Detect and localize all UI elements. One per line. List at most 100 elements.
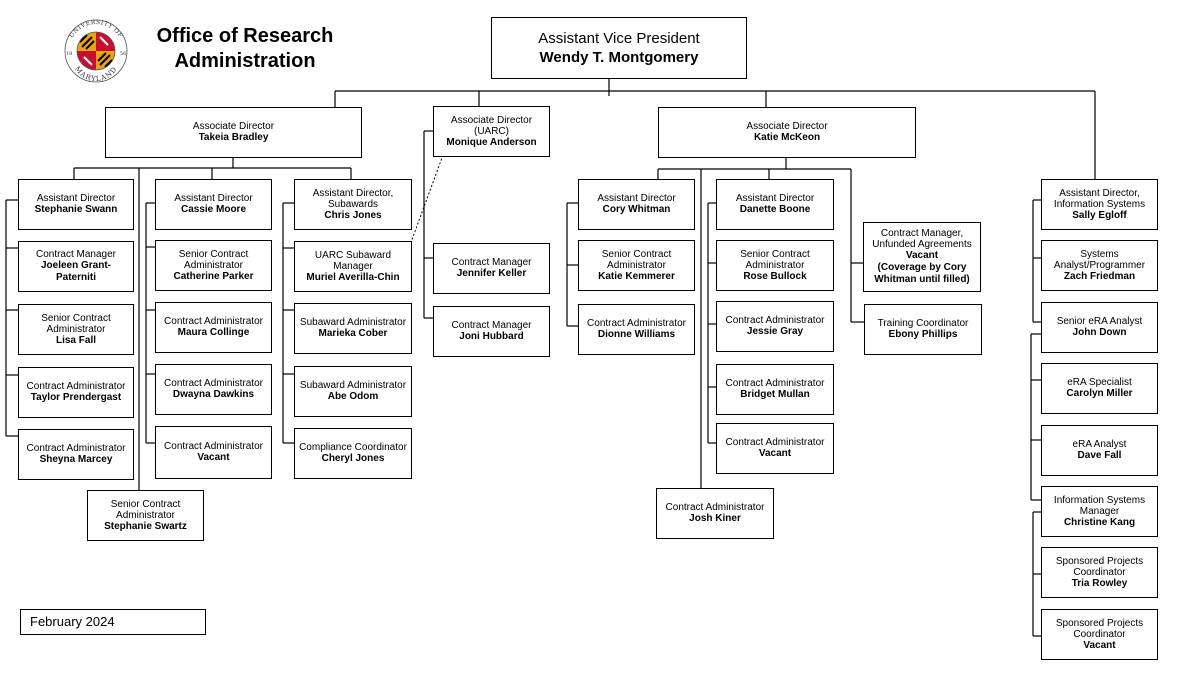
box-title: Senior Contract Administrator bbox=[41, 312, 111, 335]
box-title: Contract Manager bbox=[451, 257, 532, 268]
box-title: Contract Administrator bbox=[164, 441, 263, 452]
position-box: Contract Manager Joeleen Grant-Paterniti bbox=[18, 241, 134, 292]
box-name: Wendy T. Montgomery bbox=[539, 49, 699, 66]
box-name: Lisa Fall bbox=[55, 334, 96, 346]
box-name: Ebony Phillips bbox=[888, 329, 958, 340]
position-box: Contract Administrator Taylor Prendergas… bbox=[18, 367, 134, 418]
box-name: John Down bbox=[1072, 327, 1127, 338]
position-box: Assistant Director Danette Boone bbox=[716, 179, 834, 230]
box-name: Dionne Williams bbox=[597, 329, 676, 340]
box-title: Associate Director bbox=[192, 121, 275, 132]
box-name: Sally Egloff bbox=[1072, 209, 1127, 221]
box-name: Vacant (Coverage by Cory Whitman until f… bbox=[874, 250, 970, 285]
box-title: Senior Contract Administrator bbox=[178, 248, 249, 271]
position-box: Contract Administrator Josh Kiner bbox=[656, 488, 774, 539]
box-name: Sheyna Marcey bbox=[39, 454, 113, 465]
box-title: Associate Director bbox=[746, 121, 828, 132]
associate-director-uarc-box: Associate Director (UARC) Monique Anders… bbox=[433, 106, 550, 157]
box-name: Zach Friedman bbox=[1063, 270, 1136, 282]
position-box: Contract Manager Joni Hubbard bbox=[433, 306, 550, 357]
position-box: Senior Contract Administrator Catherine … bbox=[155, 240, 272, 291]
position-box: Contract Administrator Dionne Williams bbox=[578, 304, 695, 355]
associate-director-bradley-box: Associate Director Takeia Bradley bbox=[105, 107, 362, 158]
position-box: Contract Administrator Vacant bbox=[155, 426, 272, 479]
box-title: Senior Contract Administrator bbox=[740, 248, 810, 271]
position-box: Subaward Administrator Marieka Cober bbox=[294, 303, 412, 354]
box-title: Subaward Administrator bbox=[299, 317, 407, 328]
box-title: Systems Analyst/Programmer bbox=[1053, 248, 1146, 271]
position-box: Systems Analyst/Programmer Zach Friedman bbox=[1041, 240, 1158, 291]
box-title: Contract Manager bbox=[35, 249, 117, 260]
box-name: Cheryl Jones bbox=[321, 453, 385, 464]
position-box: eRA Specialist Carolyn Miller bbox=[1041, 363, 1158, 414]
position-box: Assistant Director Stephanie Swann bbox=[18, 179, 134, 230]
box-title: UARC Subaward Manager bbox=[314, 249, 392, 272]
date-label: February 2024 bbox=[20, 609, 206, 635]
box-name: Joeleen Grant-Paterniti bbox=[40, 260, 112, 283]
box-title: Contract Manager bbox=[451, 320, 532, 331]
box-title: Contract Administrator bbox=[725, 315, 825, 326]
box-name: Cassie Moore bbox=[180, 204, 247, 215]
box-name: Dave Fall bbox=[1077, 450, 1122, 461]
box-name: Muriel Averilla-Chin bbox=[306, 271, 400, 283]
box-name: Dwayna Dawkins bbox=[172, 389, 255, 400]
box-name: Marieka Cober bbox=[318, 328, 388, 339]
box-title: Assistant Director bbox=[36, 193, 116, 204]
position-box: Contract Administrator Bridget Mullan bbox=[716, 364, 834, 415]
box-name: Maura Collinge bbox=[177, 327, 250, 338]
box-name: Catherine Parker bbox=[173, 270, 254, 282]
position-box: Compliance Coordinator Cheryl Jones bbox=[294, 428, 412, 479]
box-name: Stephanie Swann bbox=[34, 204, 118, 215]
box-name: Katie McKeon bbox=[753, 132, 821, 143]
box-name: Rose Bullock bbox=[743, 270, 807, 282]
box-title: Assistant Director, Subawards bbox=[312, 187, 394, 210]
box-name: Stephanie Swartz bbox=[104, 520, 187, 532]
box-title: Compliance Coordinator bbox=[299, 442, 407, 453]
box-name: Katie Kemmerer bbox=[598, 270, 675, 282]
box-name: Jennifer Keller bbox=[456, 268, 527, 279]
box-name: Cory Whitman bbox=[602, 204, 671, 215]
position-box: Contract Manager, Unfunded Agreements Va… bbox=[863, 222, 981, 292]
box-title: Contract Administrator bbox=[725, 378, 825, 389]
box-title: Assistant Director bbox=[735, 193, 815, 204]
position-box: Information Systems Manager Christine Ka… bbox=[1041, 486, 1158, 537]
position-box: Senior Contract Administrator Stephanie … bbox=[87, 490, 204, 541]
svg-text:18: 18 bbox=[66, 51, 72, 57]
position-box: Sponsored Projects Coordinator Tria Rowl… bbox=[1041, 547, 1158, 598]
box-name: Vacant bbox=[197, 452, 230, 463]
box-name: Chris Jones bbox=[324, 209, 382, 221]
box-title: Contract Administrator bbox=[26, 381, 126, 392]
box-title: Senior eRA Analyst bbox=[1056, 316, 1143, 327]
box-title: Sponsored Projects Coordinator bbox=[1055, 617, 1144, 640]
box-title: Assistant Director, Information Systems bbox=[1053, 187, 1146, 210]
box-name: Vacant bbox=[1083, 639, 1116, 651]
box-title: Contract Manager, Unfunded Agreements bbox=[872, 228, 972, 250]
box-title: Assistant Vice President bbox=[538, 30, 700, 47]
box-name: Monique Anderson bbox=[446, 136, 537, 148]
position-box: Senior Contract Administrator Katie Kemm… bbox=[578, 240, 695, 291]
position-box: Assistant Director, Information Systems … bbox=[1041, 179, 1158, 230]
box-name: Bridget Mullan bbox=[740, 389, 810, 400]
box-name: Christine Kang bbox=[1063, 516, 1136, 528]
box-title: Sponsored Projects Coordinator bbox=[1055, 555, 1144, 578]
box-name: Vacant bbox=[758, 448, 792, 459]
box-title: Information Systems Manager bbox=[1053, 494, 1146, 517]
box-title: Contract Administrator bbox=[587, 318, 686, 329]
box-name: Tria Rowley bbox=[1071, 577, 1128, 589]
box-name: Josh Kiner bbox=[689, 513, 741, 524]
box-name: Danette Boone bbox=[739, 204, 811, 215]
box-title: Associate Director (UARC) bbox=[450, 114, 533, 137]
box-title: Contract Administrator bbox=[725, 437, 825, 448]
box-name: Joni Hubbard bbox=[459, 331, 524, 342]
position-box: Contract Administrator Sheyna Marcey bbox=[18, 429, 134, 480]
box-title: Contract Administrator bbox=[665, 502, 765, 513]
position-box: eRA Analyst Dave Fall bbox=[1041, 425, 1158, 476]
org-title: Office of Research Administration bbox=[156, 25, 334, 72]
box-name: Carolyn Miller bbox=[1066, 388, 1133, 399]
box-name: Takeia Bradley bbox=[198, 132, 269, 143]
box-title: Assistant Director bbox=[597, 193, 676, 204]
svg-text:56: 56 bbox=[120, 51, 126, 57]
box-title: Training Coordinator bbox=[877, 318, 969, 329]
position-box: Sponsored Projects Coordinator Vacant bbox=[1041, 609, 1158, 660]
